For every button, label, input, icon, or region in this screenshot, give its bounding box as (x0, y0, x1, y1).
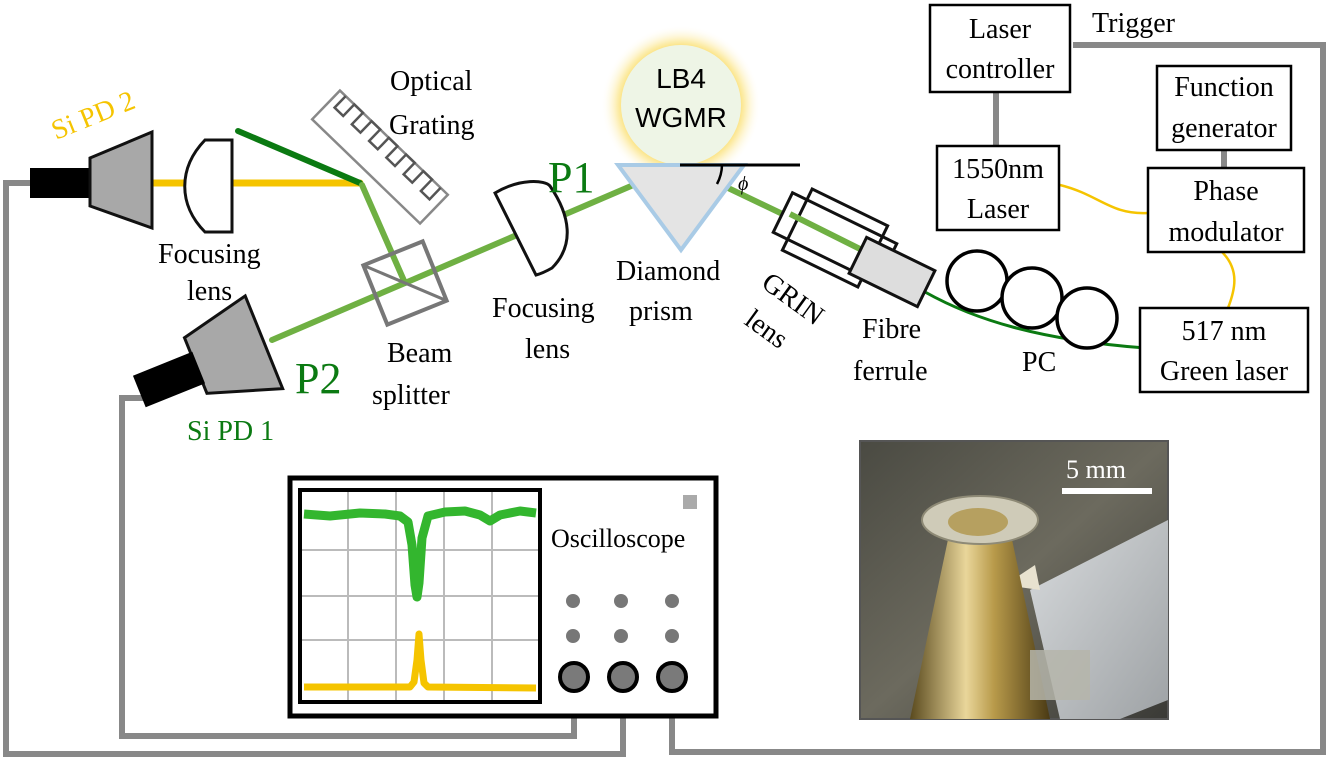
phase-modulator-label-2: modulator (1168, 217, 1284, 248)
focusing-lens-mid-label-1: Focusing (492, 293, 595, 324)
pd2-cable (3, 180, 626, 757)
lens-icon (183, 138, 234, 234)
scope-knob[interactable] (665, 594, 679, 608)
oscilloscope-icon: Oscilloscope (287, 475, 719, 719)
si-pd2 (30, 129, 154, 231)
fibre-ferrule-icon (847, 235, 937, 309)
lens-icon (493, 180, 569, 277)
green-fibre (924, 290, 1146, 350)
green-laser-box (1138, 306, 1310, 394)
beam-splitter-icon (360, 238, 450, 328)
laser-modulator-fibre (1059, 183, 1149, 215)
si-pd1 (132, 293, 285, 408)
green-trace (303, 506, 537, 602)
green-laser-label-2: Green laser (1160, 356, 1289, 387)
trigger-cable (669, 42, 1326, 755)
photodetector-icon (30, 168, 92, 198)
equipment-boxes (928, 3, 1310, 394)
scope-knobs-small[interactable] (566, 594, 679, 643)
laser-1550-label-1: 1550nm (952, 154, 1044, 185)
photodetector-body-icon (88, 129, 154, 231)
photodetector-icon (132, 351, 206, 408)
focusing-lens-left-label-2: lens (187, 276, 232, 307)
green-laser-label-1: 517 nm (1182, 316, 1267, 347)
fibre-ferrule-label-2: ferrule (853, 356, 928, 387)
laser-controller-box (928, 3, 1072, 94)
angle-arc (715, 164, 724, 185)
scope-input-1[interactable] (558, 661, 590, 693)
photo-cone (910, 530, 1050, 719)
prism-icon (614, 163, 748, 254)
function-generator-label-1: Function (1174, 72, 1274, 103)
wgmr-label-1: LB4 (656, 63, 706, 94)
laser-controller-label-2: controller (946, 54, 1056, 85)
modulator-green-fibre (1221, 251, 1236, 309)
oscilloscope-label: Oscilloscope (551, 524, 685, 553)
optical-label: Optical (390, 66, 473, 97)
resonator-icon (621, 45, 741, 165)
diamond-prism-label-2: prism (629, 296, 693, 327)
yellow-trace (304, 630, 537, 692)
function-generator-box (1155, 64, 1293, 152)
yellow-fibres (1059, 183, 1236, 309)
si-pd1-label: Si PD 1 (187, 416, 274, 447)
scope-knob[interactable] (614, 629, 628, 643)
laser-1550-box (935, 144, 1061, 232)
grating-label: Grating (389, 110, 475, 141)
laser-1550-label-2: Laser (967, 194, 1030, 225)
p1-label: P1 (548, 153, 594, 202)
photo-disk-inner (948, 508, 1008, 536)
si-pd2-label: Si PD 2 (47, 85, 139, 146)
scope-knob[interactable] (566, 594, 580, 608)
scope-input-2[interactable] (607, 661, 639, 693)
beam-splitter-label-1: Beam (387, 338, 453, 369)
pc-label: PC (1022, 347, 1056, 378)
scope-knob[interactable] (665, 629, 679, 643)
scale-bar-label: 5 mm (1066, 455, 1126, 484)
photodetector-body-icon (182, 293, 285, 395)
polarization-controller-icon (945, 249, 1119, 350)
focusing-lens-left-label-1: Focusing (158, 239, 261, 270)
beam-p2 (269, 280, 408, 343)
scope-input-3[interactable] (656, 661, 688, 693)
fibre-ferrule-label-1: Fibre (862, 314, 921, 345)
diamond-prism-label-1: Diamond (616, 256, 720, 287)
scope-knob[interactable] (614, 594, 628, 608)
pd1-cable (119, 395, 577, 739)
p2-label: P2 (295, 354, 341, 403)
resonator-photo: 5 mm (859, 440, 1169, 720)
beam-bs-grating (359, 182, 408, 286)
phi-label: ϕ (738, 173, 748, 195)
laser-controller-label-1: Laser (969, 14, 1032, 45)
trigger-label: Trigger (1092, 8, 1176, 39)
signal-cables (3, 42, 1326, 757)
beam-dark-green-diffracted (235, 128, 363, 186)
grating-icon (310, 88, 450, 226)
photo-holder (1030, 650, 1090, 700)
function-generator-label-2: generator (1171, 113, 1277, 144)
phase-modulator-label-1: Phase (1193, 176, 1258, 207)
scope-inputs[interactable] (558, 661, 688, 693)
focusing-lens-mid-label-2: lens (525, 334, 570, 365)
beam-splitter-label-2: splitter (372, 380, 450, 411)
wgmr-label-2: WGMR (635, 102, 727, 133)
phase-modulator-box (1146, 166, 1306, 254)
scope-led (683, 495, 697, 509)
grin-label: GRIN lens (739, 267, 830, 356)
scope-knob[interactable] (566, 629, 580, 643)
